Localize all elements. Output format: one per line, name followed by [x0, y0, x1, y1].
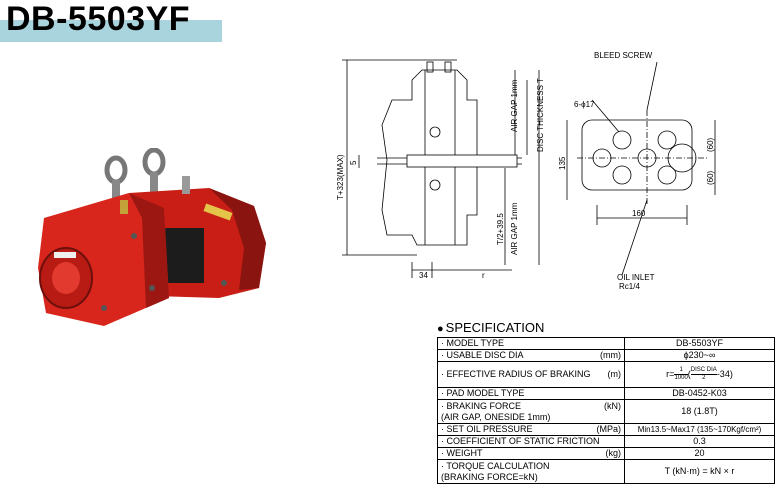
spec-label: · PAD MODEL TYPE: [441, 388, 525, 398]
spec-label-sub: (BRAKING FORCE=kN): [441, 471, 538, 482]
spec-value: 20: [624, 447, 775, 460]
oil-inlet-label: OIL INLET: [617, 273, 655, 282]
spec-value: T (kN·m) = kN × r: [624, 459, 775, 484]
spec-label-cell: · COEFFICIENT OF STATIC FRICTION: [437, 435, 625, 448]
table-row: · TORQUE CALCULATION (BRAKING FORCE=kN) …: [437, 459, 775, 484]
spec-heading-text: SPECIFICATION: [445, 320, 545, 335]
spec-unit: (m): [607, 369, 622, 379]
spec-label-cell: · USABLE DISC DIA (mm): [437, 349, 625, 362]
table-row: · SET OIL PRESSURE (MPa) Min13.5~Max17 (1…: [437, 423, 775, 436]
disc-thickness-label: DISC THICKNESS T: [536, 78, 545, 152]
spec-value: ϕ230~∞: [624, 349, 775, 362]
spec-label: · MODEL TYPE: [441, 338, 505, 348]
spec-label-cell: · TORQUE CALCULATION (BRAKING FORCE=kN): [437, 459, 625, 484]
spec-value: 18 (1.8T): [624, 399, 775, 424]
air-gap-top-label: AIR GAP 1mm: [510, 79, 519, 132]
spec-value: DB-5503YF: [624, 337, 775, 350]
spec-label: · USABLE DISC DIA: [441, 350, 524, 360]
dim-160-label: 160: [632, 209, 646, 218]
spec-label-cell: · SET OIL PRESSURE (MPa): [437, 423, 625, 436]
total-height-label: T+323(MAX): [336, 154, 345, 200]
spec-unit: (kN): [604, 400, 621, 411]
spec-heading: ●SPECIFICATION: [437, 320, 544, 335]
spec-label-cell: · EFFECTIVE RADIUS OF BRAKING (m): [437, 361, 625, 388]
spec-label: · BRAKING FORCE: [441, 400, 522, 411]
table-row: · USABLE DISC DIA (mm) ϕ230~∞: [437, 349, 775, 362]
spec-label-cell: · BRAKING FORCE (kN) (AIR GAP, ONESIDE 1m…: [437, 399, 625, 424]
spec-label-cell: · PAD MODEL TYPE: [437, 387, 625, 400]
spec-unit: (mm): [600, 350, 621, 360]
dim-34-label: 34: [419, 271, 428, 280]
spec-label-cell: · WEIGHT (kg): [437, 447, 625, 460]
spec-value: Min13.5~Max17 (135~170Kgf/cm²): [624, 423, 775, 436]
table-row: · PAD MODEL TYPE DB-0452-K03: [437, 387, 775, 400]
table-row: · BRAKING FORCE (kN) (AIR GAP, ONESIDE 1m…: [437, 399, 775, 424]
air-gap-bottom-label: AIR GAP 1mm: [510, 202, 519, 255]
spec-label-cell: · MODEL TYPE: [437, 337, 625, 350]
dim-5-label: 5: [349, 160, 358, 165]
t-half-label: T/2+39.5: [496, 213, 505, 245]
product-photo: [38, 148, 266, 326]
dim-60-top-label: (60): [706, 137, 715, 152]
dim-135-label: 135: [558, 156, 567, 170]
table-row: · COEFFICIENT OF STATIC FRICTION 0.3: [437, 435, 775, 448]
spec-label-sub: (AIR GAP, ONESIDE 1mm): [441, 411, 551, 422]
table-row: · MODEL TYPE DB-5503YF: [437, 337, 775, 350]
spec-value: 0.3: [624, 435, 775, 448]
spec-label: · TORQUE CALCULATION: [441, 460, 550, 471]
dim-60-bottom-label: (60): [706, 170, 715, 185]
spec-label: · WEIGHT: [441, 448, 483, 458]
spec-label: · SET OIL PRESSURE: [441, 424, 533, 434]
table-row: · WEIGHT (kg) 20: [437, 447, 775, 460]
oil-inlet-size-label: Rc1/4: [619, 282, 640, 291]
technical-drawing: BLEED SCREW 6-ϕ17 AIR GAP 1mm DISC THICK…: [336, 51, 716, 291]
spec-table: · MODEL TYPE DB-5503YF · USABLE DISC DIA…: [437, 337, 775, 484]
bullet-icon: ●: [437, 323, 444, 335]
dim-r-label: r: [482, 271, 485, 280]
bleed-screw-label: BLEED SCREW: [594, 51, 653, 60]
holes-label: 6-ϕ17: [574, 100, 595, 109]
page-title: DB-5503YF: [6, 0, 191, 38]
title-accent-bar: [0, 20, 222, 42]
spec-label: · COEFFICIENT OF STATIC FRICTION: [441, 436, 600, 446]
spec-unit: (kg): [605, 448, 622, 458]
spec-label: · EFFECTIVE RADIUS OF BRAKING: [441, 369, 591, 379]
spec-value: DB-0452-K03: [624, 387, 775, 400]
spec-unit: (MPa): [596, 424, 622, 434]
